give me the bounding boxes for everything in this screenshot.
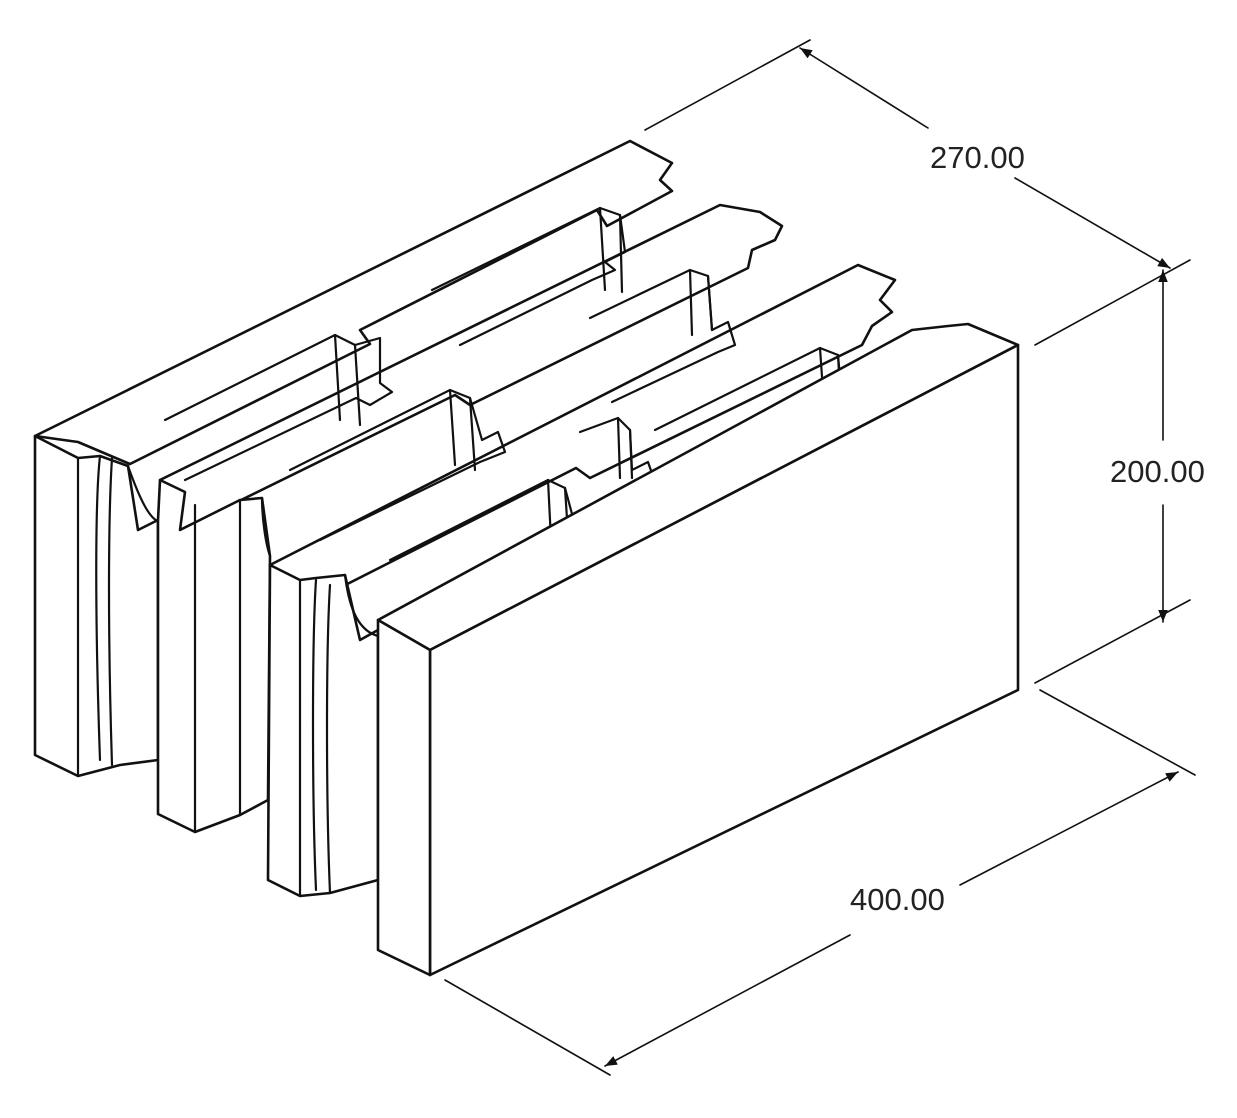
- height-dimension-label: 200.00: [1110, 454, 1205, 489]
- dimension-height: 200.00: [1034, 269, 1205, 684]
- extension-line: [444, 979, 611, 1076]
- extension-line: [1034, 259, 1191, 346]
- inner-web-1: [156, 203, 784, 834]
- extension-line: [1034, 599, 1191, 684]
- extension-line: [1039, 689, 1196, 776]
- dimension-length: 400.00: [444, 689, 1196, 1076]
- extension-line: [644, 39, 811, 131]
- dimension-line: [959, 771, 1179, 886]
- front-shell: [376, 322, 1020, 977]
- depth-dimension-label: 270.00: [930, 140, 1025, 175]
- inner-web-2: [266, 263, 897, 898]
- dimension-line: [1014, 177, 1171, 269]
- length-dimension-label: 400.00: [850, 882, 945, 917]
- dimension-line: [604, 934, 851, 1067]
- dimension-depth: 270.00: [644, 39, 1191, 346]
- concrete-block: [33, 139, 1020, 977]
- back-shell: [33, 139, 674, 778]
- dimension-line: [799, 47, 929, 129]
